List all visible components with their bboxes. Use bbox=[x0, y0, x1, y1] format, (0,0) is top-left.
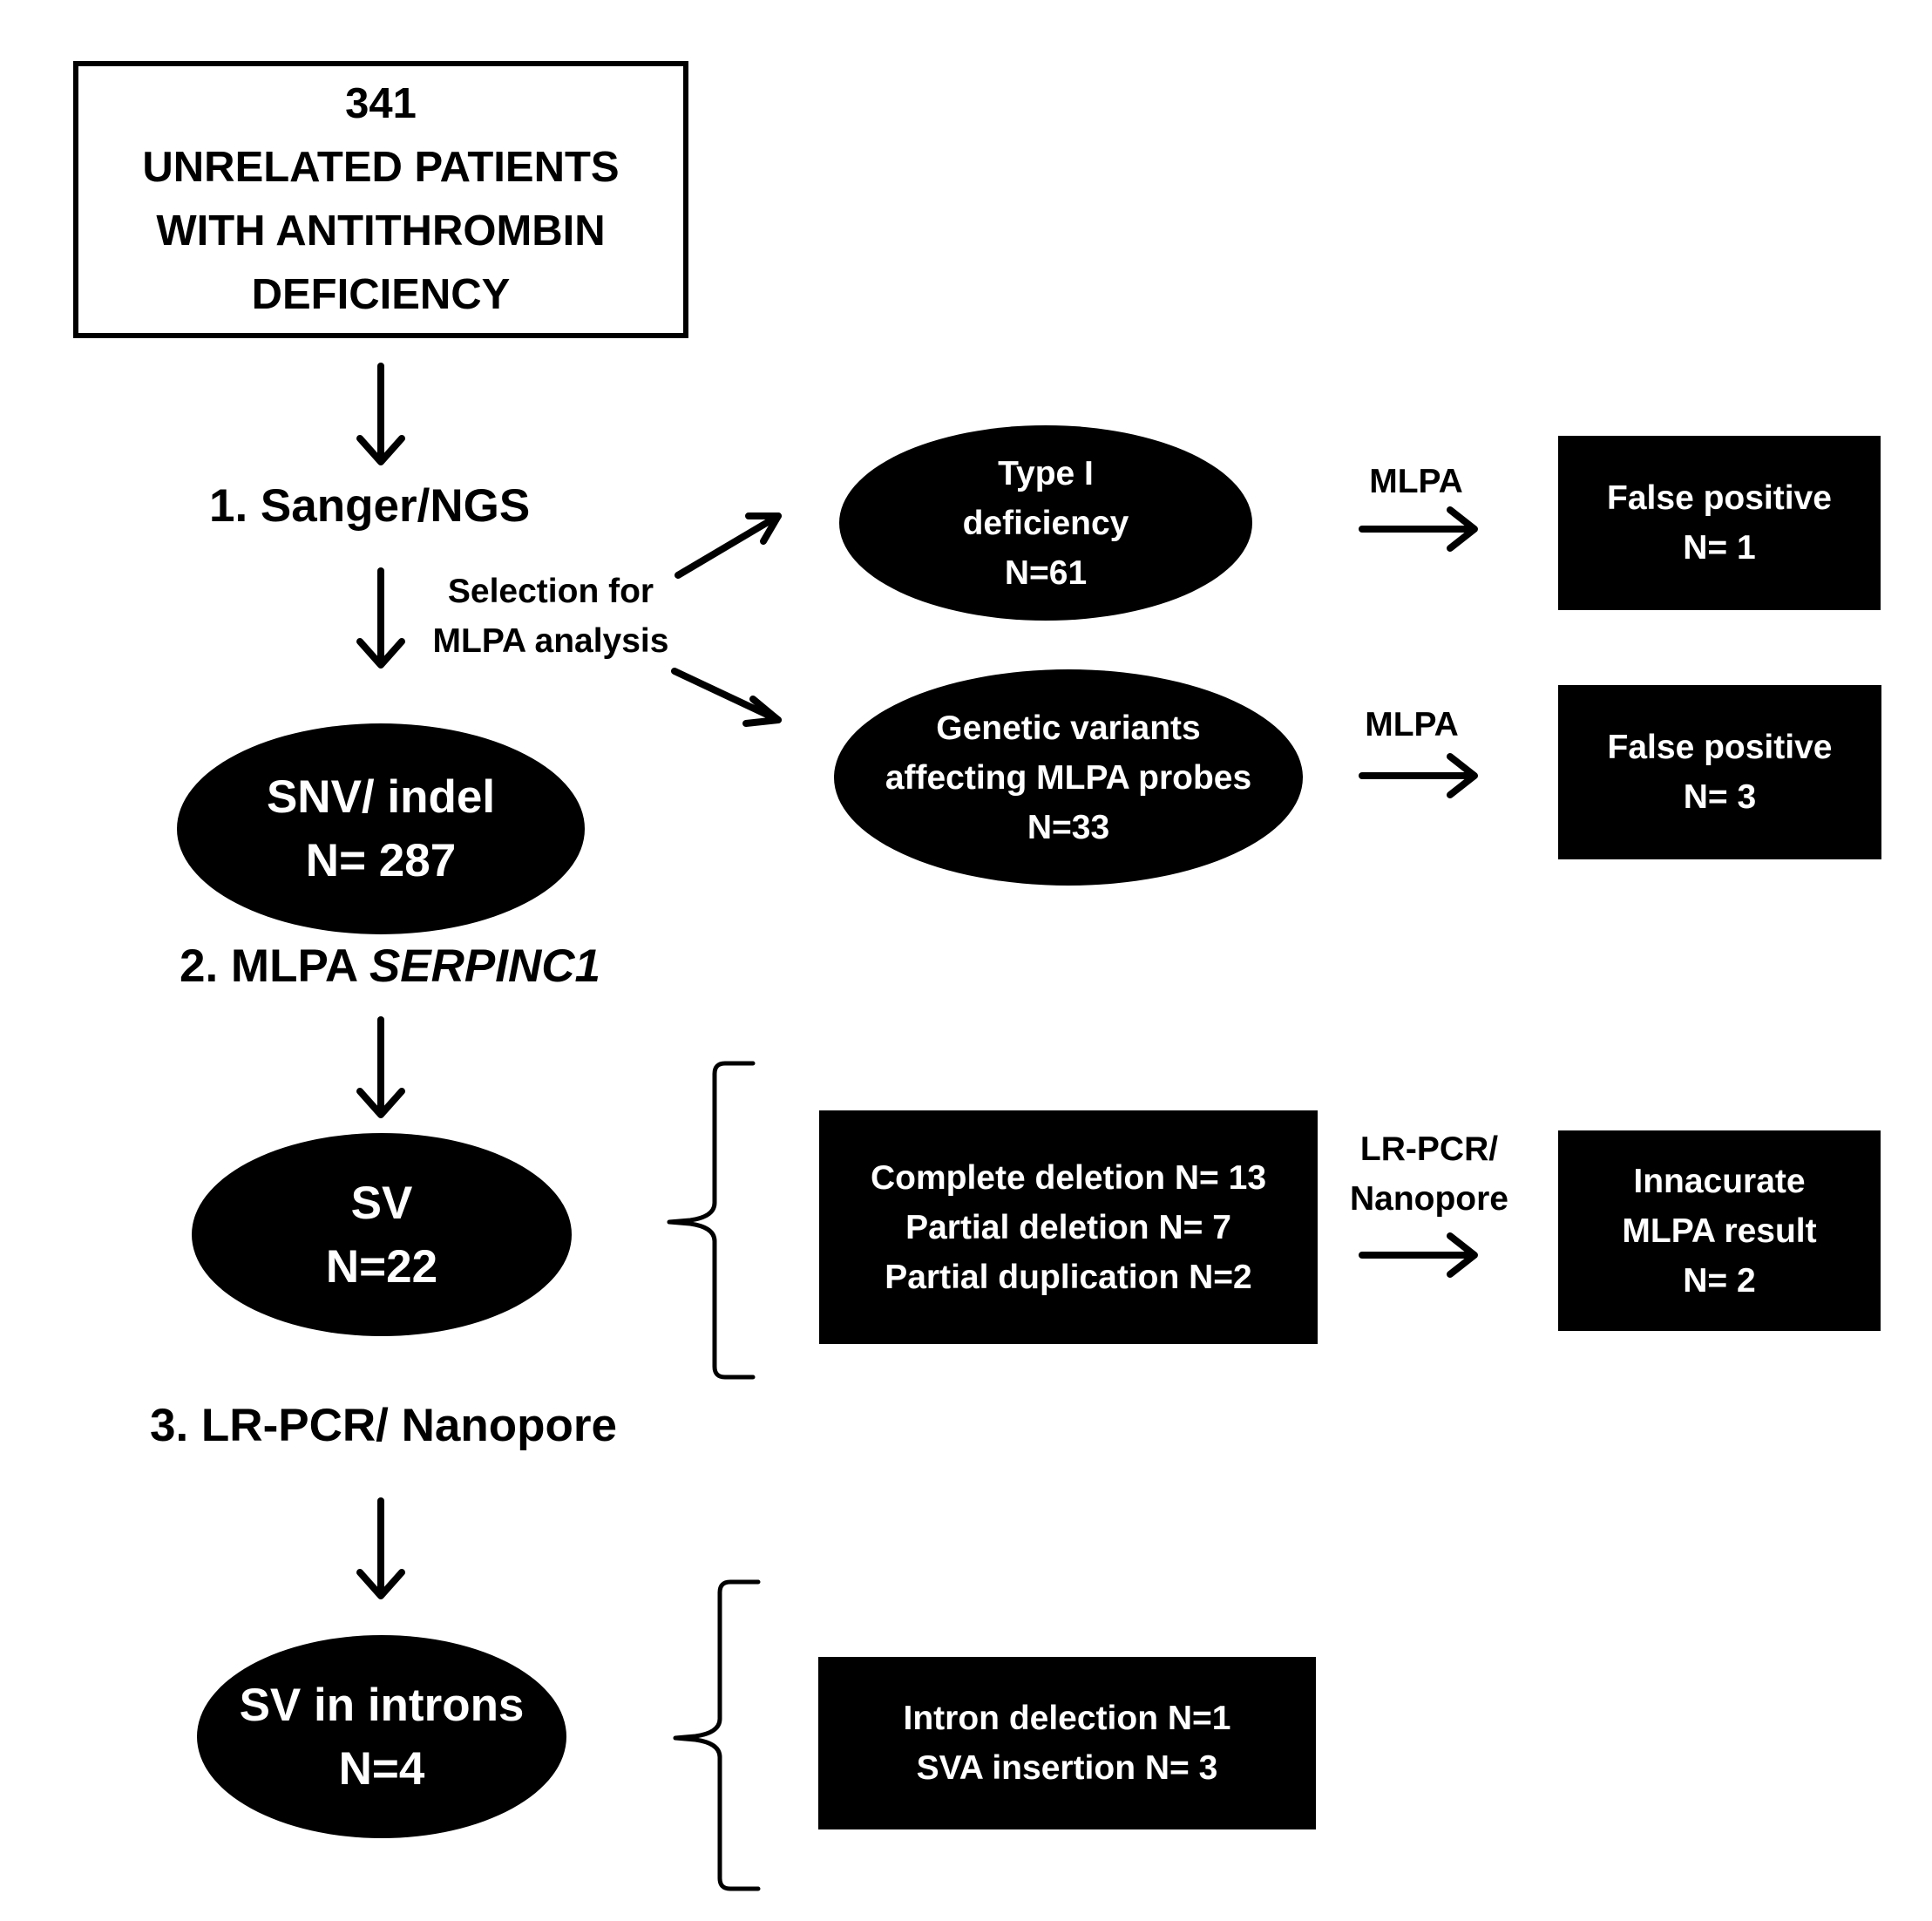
innacurate-count: N= 2 bbox=[1683, 1261, 1756, 1300]
false-positive-1-box: False positive N= 1 bbox=[1558, 436, 1881, 610]
type1-line-1: Type I bbox=[998, 454, 1094, 492]
snv-indel-title: SNV/ indel bbox=[266, 771, 496, 823]
type1-count: N=61 bbox=[1004, 553, 1088, 592]
start-line-4: DEFICIENCY bbox=[251, 271, 511, 318]
start-count: 341 bbox=[345, 80, 417, 127]
type1-line-2: deficiency bbox=[962, 504, 1129, 542]
lrpcr-label-line-2: Nanopore bbox=[1349, 1180, 1508, 1218]
start-line-3: WITH ANTITHROMBIN bbox=[156, 207, 606, 255]
sv-count: N=22 bbox=[325, 1240, 438, 1293]
mlpa-arrow-label-1: MLPA bbox=[1369, 463, 1463, 500]
diagonal-arrow-up bbox=[675, 512, 782, 579]
mlpa-arrow-label-2: MLPA bbox=[1365, 706, 1459, 743]
lrpcr-arrow-label: LR-PCR/ Nanopore bbox=[1329, 1124, 1529, 1224]
type1-node: Type I deficiency N=61 bbox=[839, 425, 1252, 621]
genetic-variants-count: N=33 bbox=[1027, 808, 1110, 846]
false-positive-3-title: False positive bbox=[1607, 729, 1833, 766]
step-2-gene: SERPINC1 bbox=[369, 940, 600, 992]
false-positive-1-title: False positive bbox=[1607, 479, 1832, 517]
selection-label-line-1: Selection for bbox=[447, 573, 654, 610]
sv-breakdown-partial-duplication: Partial duplication N=2 bbox=[885, 1258, 1252, 1296]
snv-indel-node: SNV/ indel N= 287 bbox=[177, 723, 585, 934]
sv-breakdown-complete: Complete deletion N= 13 bbox=[870, 1158, 1267, 1197]
diagonal-arrow-down bbox=[671, 668, 782, 727]
bracket-introns bbox=[673, 1579, 761, 1891]
sv-node: SV N=22 bbox=[192, 1133, 572, 1336]
down-arrow-3 bbox=[356, 1016, 405, 1118]
down-arrow-2 bbox=[356, 567, 405, 669]
intron-breakdown-box: Intron delection N=1 SVA insertion N= 3 bbox=[818, 1657, 1316, 1829]
false-positive-3-count: N= 3 bbox=[1683, 778, 1757, 816]
genetic-variants-line-2: affecting MLPA probes bbox=[885, 758, 1252, 797]
down-arrow-1 bbox=[356, 363, 405, 465]
sva-insertion: SVA insertion N= 3 bbox=[916, 1749, 1218, 1787]
down-arrow-4 bbox=[356, 1497, 405, 1599]
mlpa-arrow-1 bbox=[1359, 506, 1478, 552]
start-line-2: UNRELATED PATIENTS bbox=[142, 144, 620, 191]
genetic-variants-line-1: Genetic variants bbox=[936, 709, 1201, 747]
lrpcr-label-line-1: LR-PCR/ bbox=[1359, 1130, 1499, 1168]
sv-breakdown-partial-deletion: Partial deletion N= 7 bbox=[905, 1208, 1231, 1246]
selection-label: Selection for MLPA analysis bbox=[429, 567, 673, 666]
genetic-variants-node: Genetic variants affecting MLPA probes N… bbox=[834, 669, 1303, 886]
step-1-label: 1. Sanger/NGS bbox=[209, 480, 531, 532]
step-3-label: 3. LR-PCR/ Nanopore bbox=[150, 1400, 617, 1451]
innacurate-title: Innacurate bbox=[1633, 1162, 1806, 1200]
sv-introns-title: SV in introns bbox=[239, 1679, 525, 1731]
sv-introns-count: N=4 bbox=[338, 1742, 425, 1795]
mlpa-arrow-2 bbox=[1359, 753, 1478, 798]
start-box: 341 UNRELATED PATIENTS WITH ANTITHROMBIN… bbox=[73, 61, 688, 338]
intron-deletion: Intron delection N=1 bbox=[903, 1700, 1231, 1737]
lrpcr-arrow bbox=[1359, 1232, 1478, 1278]
sv-title: SV bbox=[350, 1177, 413, 1229]
innacurate-subtitle: MLPA result bbox=[1622, 1212, 1817, 1250]
snv-indel-count: N= 287 bbox=[305, 835, 457, 886]
false-positive-3-box: False positive N= 3 bbox=[1558, 685, 1881, 859]
innacurate-box: Innacurate MLPA result N= 2 bbox=[1558, 1130, 1881, 1331]
step-2-label: 2. MLPA SERPINC1 bbox=[180, 940, 600, 993]
false-positive-1-count: N= 1 bbox=[1683, 529, 1756, 567]
sv-introns-node: SV in introns N=4 bbox=[197, 1635, 566, 1838]
selection-label-line-2: MLPA analysis bbox=[432, 622, 669, 660]
bracket-sv bbox=[667, 1061, 756, 1380]
sv-breakdown-box: Complete deletion N= 13 Partial deletion… bbox=[819, 1110, 1318, 1344]
step-2-prefix: 2. MLPA bbox=[180, 940, 369, 992]
